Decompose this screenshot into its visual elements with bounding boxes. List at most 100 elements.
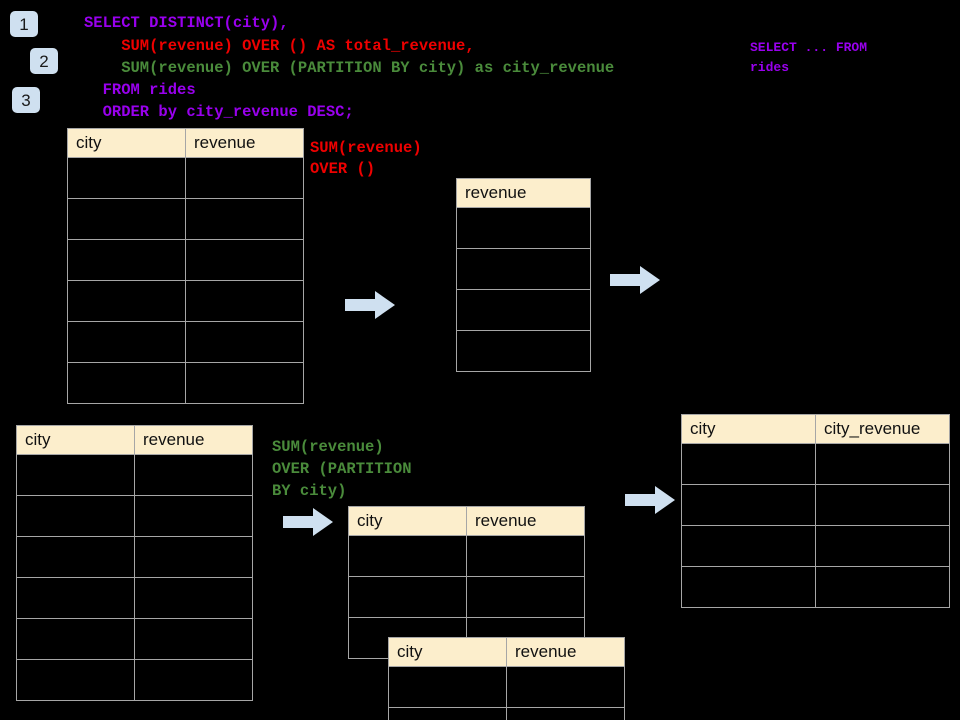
table-rides-source-top: city revenue: [67, 128, 304, 404]
table-row: [67, 157, 304, 199]
arrow-source-to-total: [345, 291, 395, 319]
table-cell: [456, 289, 591, 331]
table-row: [681, 484, 950, 526]
table-cell: [466, 535, 585, 577]
table-cell: [456, 248, 591, 290]
table-body: [67, 157, 304, 404]
annotation-sum-over-all: SUM(revenue) OVER (): [310, 139, 422, 178]
table-row: [388, 666, 625, 708]
table-cell: [134, 454, 253, 496]
table-cell: [67, 239, 186, 281]
table-row: [456, 330, 591, 372]
arrow-total-to-result: [610, 266, 660, 294]
table-row: [681, 525, 950, 567]
table-cell: [185, 157, 304, 199]
sql-line-total-revenue: SUM(revenue) OVER () AS total_revenue,: [84, 37, 475, 55]
column-header-revenue: revenue: [466, 506, 585, 536]
table-cell: [134, 536, 253, 578]
table-header-row: revenue: [456, 178, 591, 208]
table-partition-group-front: city revenue: [388, 637, 625, 720]
table-row: [681, 443, 950, 485]
table-body: [16, 454, 253, 701]
step-badge-3: 3: [12, 87, 40, 113]
table-row: [16, 577, 253, 619]
table-cell: [681, 566, 816, 608]
table-cell: [185, 239, 304, 281]
table-cell: [681, 484, 816, 526]
table-header-row: city revenue: [388, 637, 625, 667]
step-badge-2-label: 2: [39, 51, 49, 71]
table-cell: [16, 618, 135, 660]
table-cell: [681, 443, 816, 485]
table-cell: [67, 280, 186, 322]
table-city-revenue-result: city city_revenue: [681, 414, 950, 608]
table-row: [67, 198, 304, 240]
table-cell: [815, 443, 950, 485]
sql-line-city-revenue: SUM(revenue) OVER (PARTITION BY city) as…: [84, 59, 615, 77]
table-cell: [185, 280, 304, 322]
table-cell: [815, 566, 950, 608]
step-badge-3-label: 3: [21, 90, 31, 110]
sql-line-select: SELECT DISTINCT(city),: [84, 14, 289, 32]
annotation-sum-over-partition: SUM(revenue) OVER (PARTITION BY city): [272, 438, 412, 500]
column-header-revenue: revenue: [134, 425, 253, 455]
table-cell: [134, 618, 253, 660]
sql-line-from: FROM rides: [84, 81, 196, 99]
table-header-row: city revenue: [348, 506, 585, 536]
table-header-row: city revenue: [67, 128, 304, 158]
table-cell: [134, 495, 253, 537]
table-row: [16, 454, 253, 496]
column-header-city: city: [67, 128, 186, 158]
table-header-row: city revenue: [16, 425, 253, 455]
table-total-revenue: revenue: [456, 178, 591, 372]
table-row: [456, 248, 591, 290]
table-row: [16, 536, 253, 578]
table-cell: [815, 525, 950, 567]
table-body: [681, 443, 950, 608]
table-row: [67, 239, 304, 281]
table-cell: [67, 157, 186, 199]
table-row: [681, 566, 950, 608]
column-header-city-revenue: city_revenue: [815, 414, 950, 444]
table-cell: [67, 362, 186, 404]
table-cell: [388, 666, 507, 708]
sql-line-order-by: ORDER by city_revenue DESC;: [84, 103, 354, 121]
table-cell: [185, 362, 304, 404]
table-cell: [185, 198, 304, 240]
table-row: [348, 576, 585, 618]
table-cell: [16, 659, 135, 701]
table-cell: [815, 484, 950, 526]
step-badge-2: 2: [30, 48, 58, 74]
column-header-revenue: revenue: [185, 128, 304, 158]
table-row: [388, 707, 625, 720]
table-cell: [16, 536, 135, 578]
table-row: [67, 362, 304, 404]
table-cell: [185, 321, 304, 363]
step-badge-1-label: 1: [19, 14, 29, 34]
table-cell: [466, 576, 585, 618]
table-row: [16, 659, 253, 701]
table-row: [456, 289, 591, 331]
column-header-revenue: revenue: [506, 637, 625, 667]
annotation-select-from: SELECT ... FROM rides: [750, 40, 868, 75]
table-row: [456, 207, 591, 249]
table-cell: [16, 454, 135, 496]
column-header-city: city: [16, 425, 135, 455]
arrow-source-to-partition: [283, 508, 333, 536]
table-cell: [348, 576, 467, 618]
table-cell: [456, 330, 591, 372]
column-header-city: city: [388, 637, 507, 667]
table-rides-source-bottom: city revenue: [16, 425, 253, 701]
column-header-city: city: [681, 414, 816, 444]
table-cell: [506, 666, 625, 708]
table-cell: [456, 207, 591, 249]
step-badge-1: 1: [10, 11, 38, 37]
table-cell: [681, 525, 816, 567]
table-cell: [348, 535, 467, 577]
table-row: [67, 321, 304, 363]
table-cell: [16, 577, 135, 619]
table-cell: [16, 495, 135, 537]
table-cell: [134, 577, 253, 619]
table-body: [456, 207, 591, 372]
table-row: [16, 618, 253, 660]
